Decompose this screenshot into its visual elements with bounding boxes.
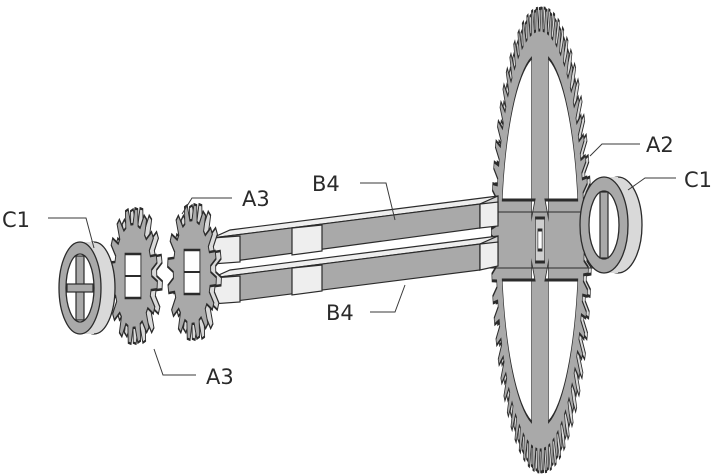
leader-a2 <box>589 143 640 157</box>
part-labels: C1 A3 A3 B4 B4 A2 C1 <box>2 133 712 389</box>
shaft-b4-bottom <box>211 235 499 305</box>
small-gear-a3-left <box>108 206 163 346</box>
leader-a3-top <box>181 197 232 215</box>
small-gear-a3-right <box>167 202 222 342</box>
hub-c1-right <box>579 176 643 274</box>
large-gear-windows <box>501 56 579 424</box>
leader-c1-left <box>48 217 95 249</box>
label-c1-left: C1 <box>2 208 30 232</box>
leader-b4-top <box>360 182 396 221</box>
label-a2: A2 <box>646 133 674 157</box>
large-gear-a2 <box>478 6 600 474</box>
label-a3-bottom: A3 <box>206 365 234 389</box>
leader-lines <box>48 143 676 376</box>
shaft-b4-top <box>211 195 499 265</box>
leader-b4-bottom <box>370 284 406 313</box>
label-c1-right: C1 <box>684 168 712 192</box>
label-a3-top: A3 <box>242 187 270 211</box>
leader-c1-right <box>627 177 676 191</box>
hub-c1-left <box>58 241 116 335</box>
label-b4-bottom: B4 <box>326 301 354 325</box>
leader-a3-bottom <box>153 348 196 376</box>
label-b4-top: B4 <box>312 172 340 196</box>
